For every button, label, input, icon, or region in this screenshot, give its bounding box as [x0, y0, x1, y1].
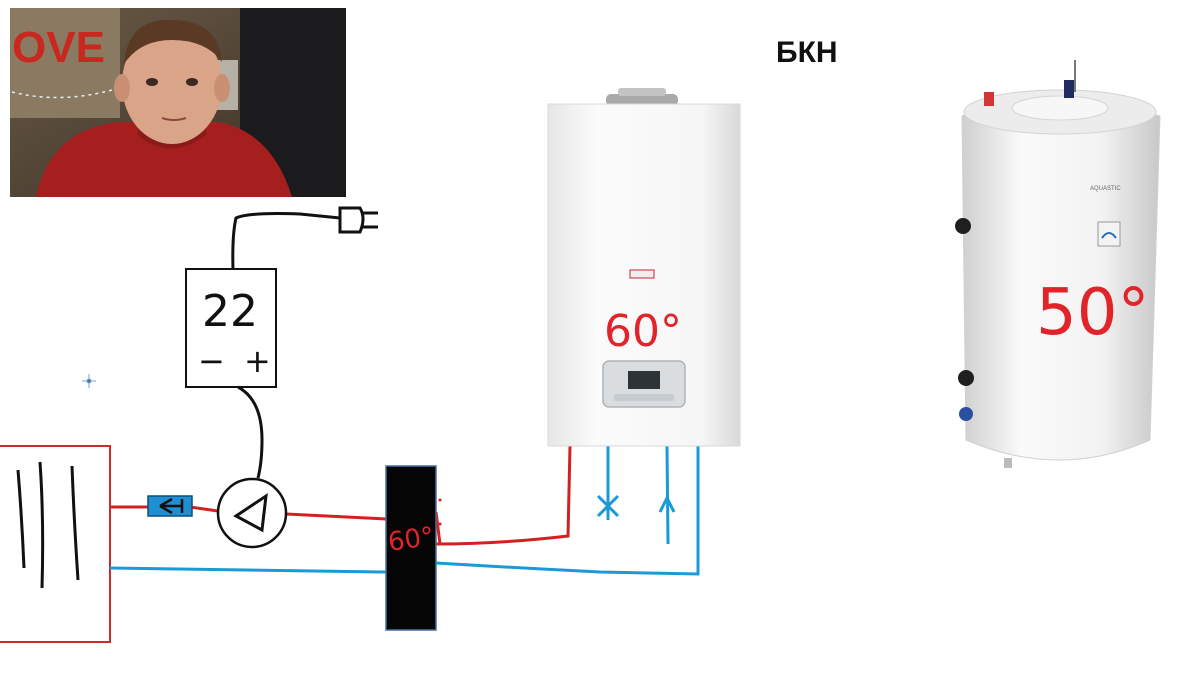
radiator-icon [0, 445, 111, 643]
check-valve-icon [147, 495, 193, 517]
exchanger-temperature: 60° [386, 522, 436, 558]
blocked-flow-mark [596, 494, 620, 518]
tank-brand: AQUASTIC [1090, 186, 1121, 192]
boiler-temperature: 60° [604, 306, 682, 357]
flow-arrow-up [658, 494, 676, 513]
controller-setpoint: 22 [202, 286, 258, 337]
water-heater-tank: AQUASTIC 50° [955, 60, 1161, 468]
pump-icon [216, 477, 288, 549]
diagram-title: БКН [776, 36, 838, 69]
controller-plus: + [244, 342, 271, 380]
heat-exchanger: 60° [385, 465, 442, 631]
plug-icon [338, 206, 378, 234]
hot-supply-line [110, 505, 387, 521]
control-wire [237, 385, 264, 479]
controller-minus: − [198, 342, 225, 380]
cold-return-line [109, 566, 387, 574]
webcam-overlay: OVE [10, 8, 346, 197]
power-wire [231, 212, 341, 271]
svg-text:OVE: OVE [12, 23, 105, 72]
temperature-controller: 22 − + [185, 268, 277, 388]
crosshair-marker [82, 374, 96, 388]
tank-temperature: 50° [1036, 276, 1149, 350]
webcam-person [36, 19, 292, 197]
boiler-hot-line [435, 445, 572, 546]
gas-boiler: 60° [547, 88, 741, 447]
boiler-cold-line [435, 446, 700, 576]
